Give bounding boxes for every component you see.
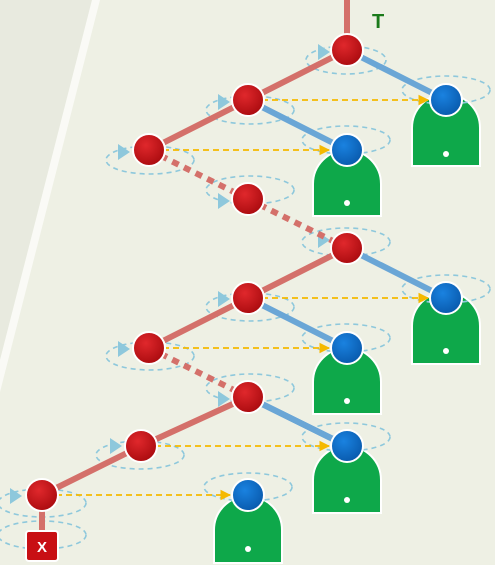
red-node-r4 <box>231 182 265 216</box>
loop-arrowheads <box>10 44 330 504</box>
blue-node-b4 <box>330 331 364 365</box>
blue-node-b1 <box>429 83 463 117</box>
red-node-r3 <box>132 133 166 167</box>
red-node-r10 <box>25 478 59 512</box>
subtree-s6-dot <box>245 546 251 552</box>
subtree-s4-dot <box>344 398 350 404</box>
red-node-r5 <box>330 231 364 265</box>
red-node-r1 <box>330 33 364 67</box>
subtree-s3-dot <box>443 348 449 354</box>
red-node-r9 <box>124 429 158 463</box>
x-marker: X <box>25 530 59 562</box>
red-node-r8 <box>231 380 265 414</box>
red-node-r2 <box>231 83 265 117</box>
subtree-s1-dot <box>443 151 449 157</box>
dotted-spine-edges <box>147 147 349 400</box>
subtree-s2-dot <box>344 200 350 206</box>
blue-node-b5 <box>330 429 364 463</box>
red-node-r6 <box>231 281 265 315</box>
red-nodes <box>25 33 364 512</box>
root-label: T <box>372 11 384 33</box>
red-node-r7 <box>132 331 166 365</box>
right-child-edges <box>245 47 449 449</box>
blue-node-b2 <box>330 133 364 167</box>
blue-node-b6 <box>231 478 265 512</box>
left-spine-edges <box>39 0 350 549</box>
loop-1 <box>305 45 387 75</box>
right-child-edges-lower <box>245 394 350 449</box>
subtree-s5-dot <box>344 497 350 503</box>
blue-nodes <box>231 83 463 512</box>
x-marker-label: X <box>37 539 47 556</box>
blue-node-b3 <box>429 281 463 315</box>
subtrees <box>213 93 481 564</box>
background-diagonal <box>0 0 100 392</box>
thread-arrows <box>56 94 430 501</box>
